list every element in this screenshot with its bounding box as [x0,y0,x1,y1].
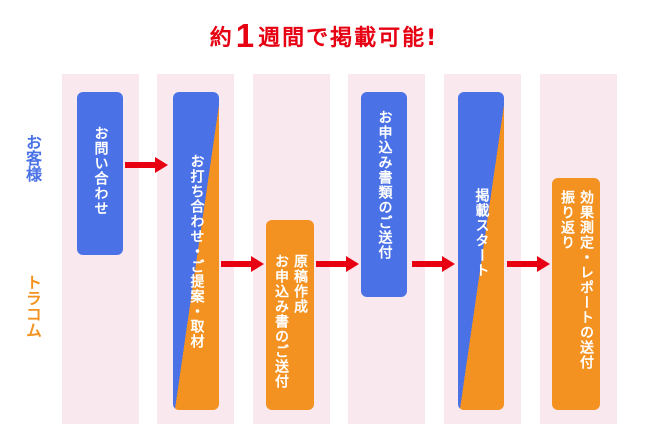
step-label: 振り返り [559,190,575,250]
step-label: お打ち合わせ・ご提案・取材 [188,154,205,349]
right-arrow-icon [125,157,168,173]
step-card-draft-creation: 原稿作成 お申込み書のご送付 [266,220,314,410]
actor-label-company: トラコム [23,274,42,338]
actor-label-customer: お客様 [23,134,42,182]
step-label: 掲載スタート [473,188,490,278]
title-number: 1 [235,17,257,54]
page-title: 約1週間で掲載可能! [0,16,648,59]
step-label: 効果測定・レポートの送付 [578,190,594,370]
right-arrow-icon [221,256,264,272]
title-prefix: 約 [209,26,234,51]
step-label: 原稿作成 [292,254,308,314]
step-label: お申込み書類のご送付 [376,110,393,260]
step-card-report-review: 効果測定・レポートの送付 振り返り [552,178,600,410]
step-card-application-sending: お申込み書類のご送付 [361,92,407,297]
step-card-meeting-proposal: お打ち合わせ・ご提案・取材 [173,92,219,410]
step-label: お問い合わせ [92,126,109,216]
step-card-inquiry: お問い合わせ [77,92,123,255]
step-label: お申込み書のご送付 [273,254,289,389]
right-arrow-icon [412,256,455,272]
right-arrow-icon [507,256,550,272]
step-card-publication-start: 掲載スタート [458,92,504,410]
title-suffix: 週間で掲載可能! [258,26,439,51]
right-arrow-icon [316,256,359,272]
